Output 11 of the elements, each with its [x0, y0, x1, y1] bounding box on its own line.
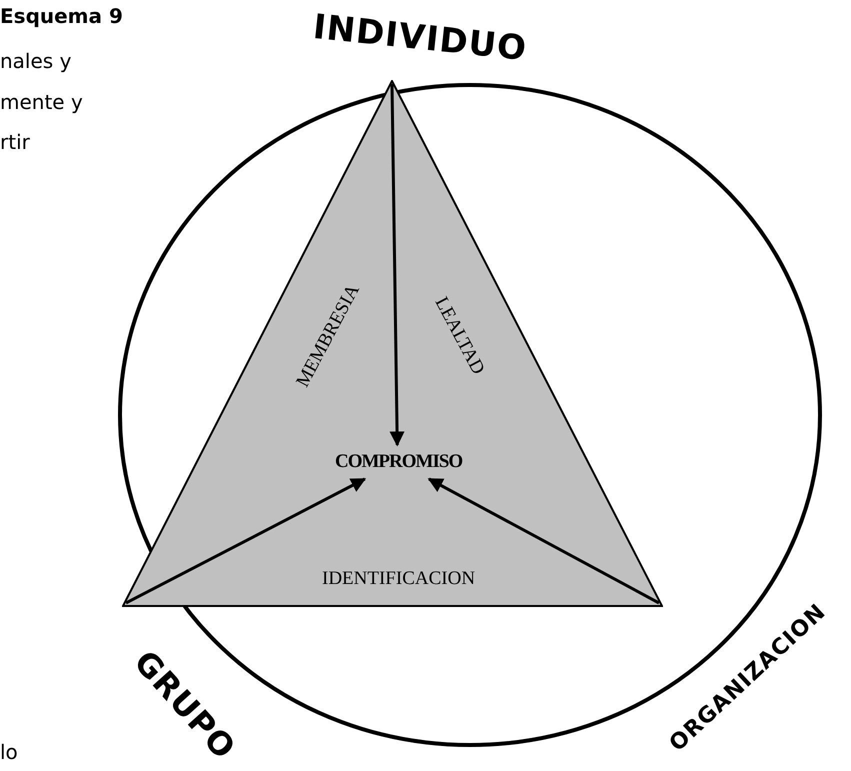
- vertex-label: INDIVIDUO: [311, 6, 529, 70]
- text-fragment: rtir: [0, 130, 30, 154]
- center-label: COMPROMISO: [335, 449, 460, 475]
- arrow: [125, 478, 366, 604]
- side-label: IDENTIFICACION: [322, 568, 476, 590]
- arrow: [390, 84, 405, 446]
- heading: Esquema 9: [0, 4, 123, 28]
- text-fragment: nales y: [0, 49, 72, 73]
- arrow: [428, 478, 660, 604]
- text-fragment: mente y: [0, 90, 83, 114]
- text-fragment: lo: [0, 740, 18, 764]
